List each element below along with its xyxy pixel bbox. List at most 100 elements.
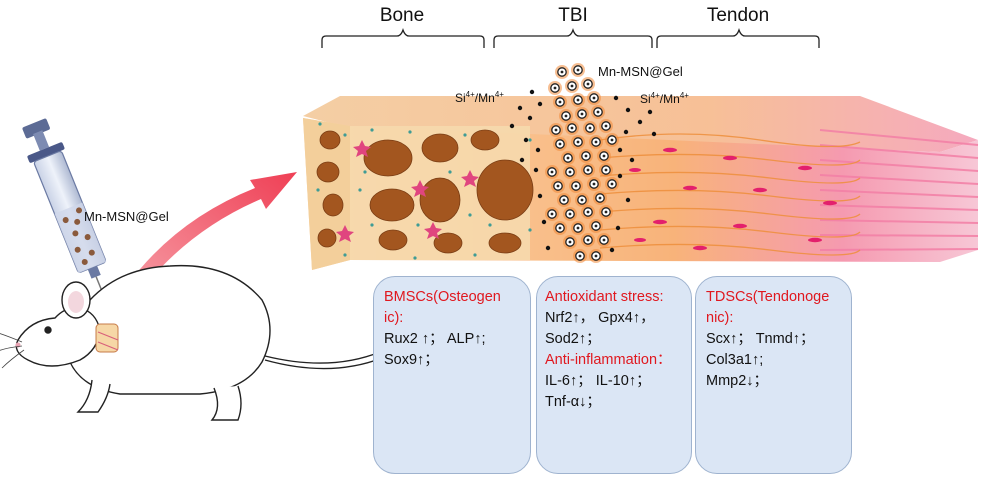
tbi-sub-line-2: Tnf-α↓； [545, 394, 601, 410]
ion-dot [625, 197, 631, 203]
tbi-panel: Antioxidant stress: Nrf2↑， Gpx4↑， Sod2↑；… [536, 276, 692, 474]
nanoparticle [571, 221, 585, 235]
ion-dot [609, 247, 615, 253]
tbi-sub-line-1: IL-6↑； IL-10↑； [545, 373, 651, 389]
nanoparticle [553, 221, 567, 235]
tbi-label: TBI [558, 5, 588, 26]
nanoparticle [571, 63, 585, 77]
ions-label-left: Si4+/Mn4+ [455, 90, 504, 105]
nanoparticle [589, 135, 603, 149]
nanoparticle [597, 149, 611, 163]
nanoparticle [569, 179, 583, 193]
nanoparticle [571, 93, 585, 107]
nanoparticle [587, 177, 601, 191]
nanoparticle [591, 105, 605, 119]
nanoparticle [589, 249, 603, 263]
ion-dot [509, 123, 515, 129]
tbi-subtitle: Anti-inflammation： [545, 352, 672, 368]
nanoparticle [555, 65, 569, 79]
tdsc-line-2: Col3a1↑; [706, 352, 764, 368]
ion-dot [623, 129, 629, 135]
nanoparticle [597, 233, 611, 247]
nanoparticle [548, 81, 562, 95]
nanoparticle [571, 135, 585, 149]
nanoparticle [587, 91, 601, 105]
nanoparticle [583, 121, 597, 135]
bone-matrix-dots [316, 122, 532, 260]
ion-dot [535, 147, 541, 153]
nanoparticle [575, 193, 589, 207]
ion-dot [537, 101, 543, 107]
tendon-cells [629, 147, 837, 251]
bmsc-title-line-1: BMSCs(Osteogen [384, 289, 501, 305]
nanoparticle [553, 95, 567, 109]
nanoparticle [551, 179, 565, 193]
nanoparticle [581, 163, 595, 177]
tdsc-title-line-2: nic): [706, 310, 734, 326]
tissue-block [303, 96, 979, 270]
tbi-title: Antioxidant stress: [545, 289, 664, 305]
ion-dot [651, 131, 657, 137]
nanoparticle [589, 219, 603, 233]
nanoparticle [561, 151, 575, 165]
nanoparticle [581, 77, 595, 91]
ion-dot [625, 107, 631, 113]
ion-dot [617, 147, 623, 153]
ion-dot [545, 245, 551, 251]
bmsc-line-1: Rux2 ↑； ALP↑; [384, 331, 486, 347]
ion-dot [541, 219, 547, 225]
nanoparticle [559, 109, 573, 123]
nanoparticle [593, 191, 607, 205]
nanoparticle [549, 123, 563, 137]
nanoparticle [579, 149, 593, 163]
syringe-illustration [22, 118, 112, 313]
ion-dot [519, 157, 525, 163]
tbi-line-2: Sod2↑； [545, 331, 601, 347]
ion-dot [517, 105, 523, 111]
bmsc-line-2: Sox9↑； [384, 352, 439, 368]
ion-dot [615, 225, 621, 231]
tendon-brace [656, 27, 820, 48]
nanoparticle [557, 193, 571, 207]
nanoparticle [599, 119, 613, 133]
tdsc-panel: TDSCs(Tendonoge nic): Scx↑； Tnmd↑； Col3a… [695, 276, 852, 474]
ion-dot [613, 95, 619, 101]
tendon-label: Tendon [707, 5, 769, 26]
nanoparticle [605, 133, 619, 147]
ion-dot [537, 193, 543, 199]
bone-label: Bone [380, 5, 424, 26]
ion-dot [617, 173, 623, 179]
bone-cells [336, 140, 479, 242]
ion-dot [529, 89, 535, 95]
tendon-fibers [599, 133, 861, 256]
nanoparticle [563, 165, 577, 179]
bone-pores [316, 129, 534, 254]
bone-brace [321, 27, 485, 48]
gel-label-top: Mn-MSN@Gel [598, 64, 683, 79]
nanoparticle [581, 205, 595, 219]
ion-dot [523, 137, 529, 143]
nanoparticle [599, 163, 613, 177]
nanoparticle [545, 207, 559, 221]
ion-dot [527, 115, 533, 121]
ion-dot [637, 119, 643, 125]
ion-dot [533, 167, 539, 173]
ion-dot [647, 109, 653, 115]
bmsc-panel: BMSCs(Osteogen ic): Rux2 ↑； ALP↑; Sox9↑； [373, 276, 531, 474]
nanoparticle [563, 207, 577, 221]
tendon-fiber-ends [819, 129, 979, 251]
ion-dot [629, 157, 635, 163]
nanoparticle [565, 79, 579, 93]
nanoparticle [545, 165, 559, 179]
released-ion-dots [509, 89, 657, 253]
nanoparticle [575, 107, 589, 121]
tbi-brace [493, 27, 653, 48]
region-braces [321, 27, 820, 48]
tdsc-line-1: Scx↑； Tnmd↑； [706, 331, 815, 347]
nanoparticle [565, 121, 579, 135]
nanoparticle [553, 137, 567, 151]
nanoparticle [599, 205, 613, 219]
bmsc-title-line-2: ic): [384, 310, 404, 326]
gel-label-syringe: Mn-MSN@Gel [84, 209, 169, 224]
